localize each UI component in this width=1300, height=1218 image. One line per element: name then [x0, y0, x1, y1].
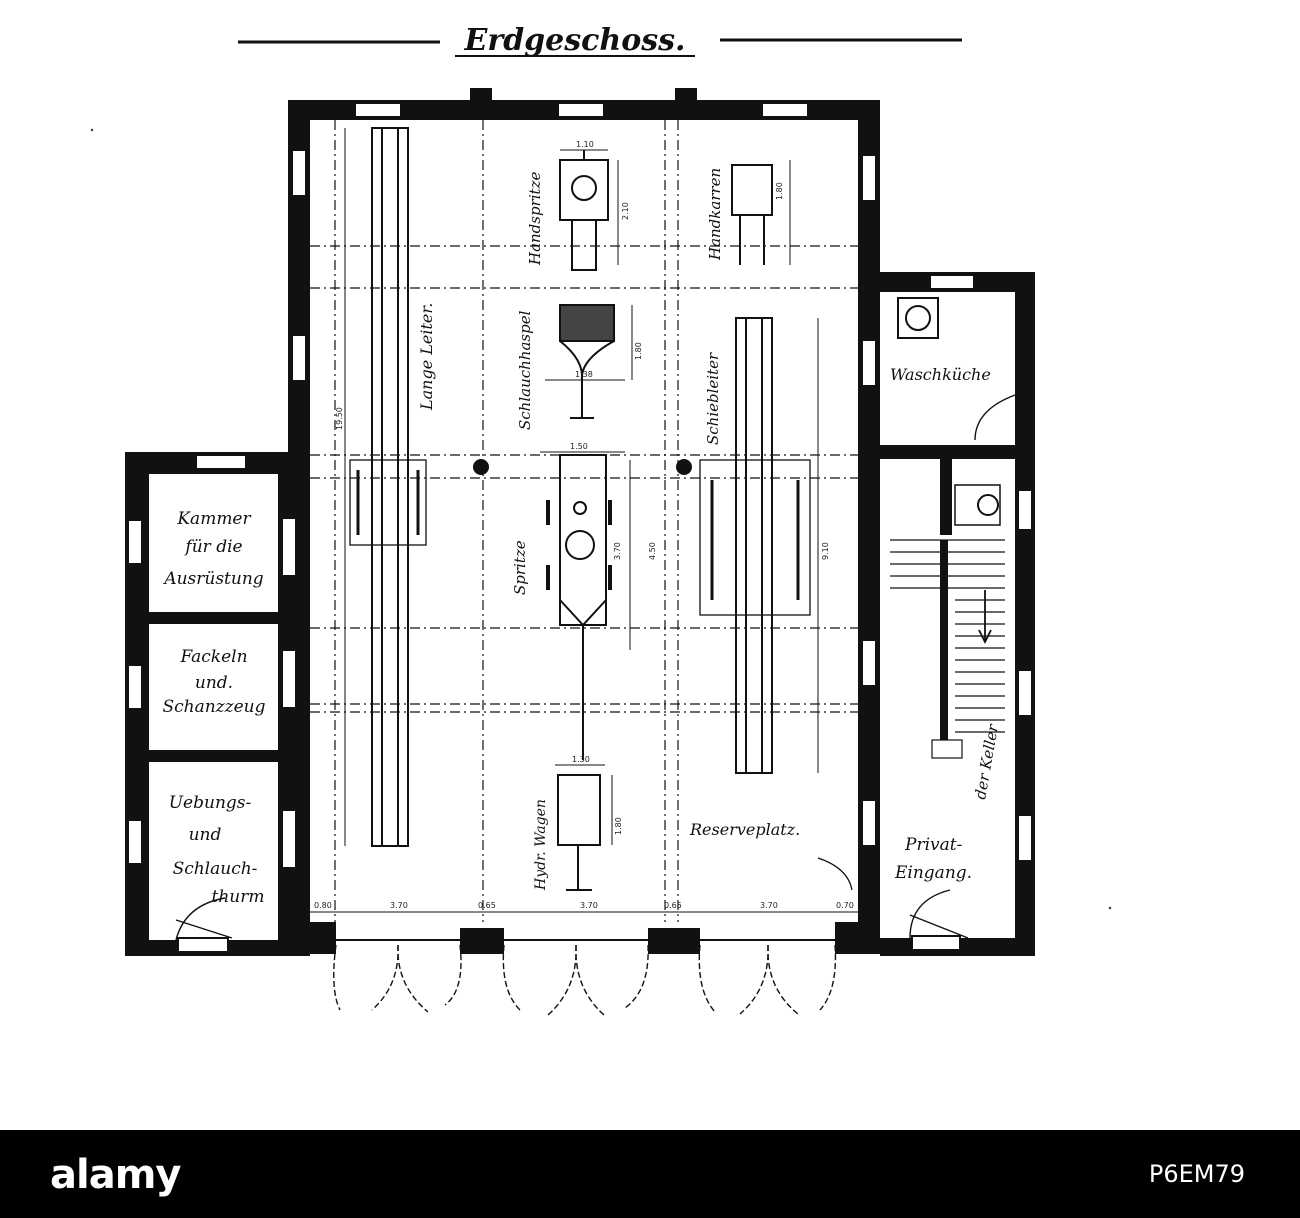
boiler-icon: [905, 305, 931, 331]
label-waschkueche: Waschküche: [890, 365, 991, 384]
dim-hydrant-wagon-width: 1.30: [572, 755, 590, 764]
dim-fire-engine-width: 1.50: [570, 442, 588, 451]
dim-b6: 3.70: [760, 901, 778, 910]
label-kammer-2: für die: [183, 537, 242, 557]
label-kammer-3: Ausrüstung: [162, 569, 263, 589]
label-handkarren: Handkarren: [706, 168, 724, 261]
label-uebungs-3: Schlauch-: [173, 859, 258, 879]
image-code: P6EM79: [1148, 1160, 1245, 1188]
fire-engine: [540, 451, 631, 760]
label-uebungs-4: thurm: [212, 887, 265, 907]
dim-b7: 0.70: [836, 901, 854, 910]
toilet: [954, 484, 1001, 526]
label-lange-leiter: Lange Leiter.: [417, 303, 436, 411]
extension-ladder: [699, 317, 819, 774]
hose-reel: [545, 304, 633, 419]
long-ladder: [349, 127, 427, 847]
dim-b1: 0.80: [314, 901, 332, 910]
toilet-icon: [977, 494, 999, 516]
dim-b5: 0.65: [664, 901, 682, 910]
label-spritze: Spritze: [511, 540, 529, 595]
dim-b2: 3.70: [390, 901, 408, 910]
room-fackeln: Fackeln und. Schanzzeug: [162, 647, 265, 717]
column-right: [676, 459, 692, 475]
dim-hand-cart: 1.80: [775, 182, 784, 200]
room-privat-eingang: Privat- Eingang.: [894, 835, 972, 883]
alamy-logo[interactable]: alamy: [50, 1152, 181, 1198]
label-hydr-wagen: Hydr. Wagen: [533, 799, 549, 891]
speck: [1108, 906, 1112, 910]
interior-grid: [310, 120, 858, 922]
label-fackeln-3: Schanzzeug: [162, 697, 265, 717]
privat-door-leaf: [909, 914, 969, 939]
uebungs-door-swing: [175, 897, 226, 941]
front-door-swings: [333, 944, 837, 1016]
label-fackeln-2: und.: [195, 673, 233, 693]
room-kammer: Kammer für die Ausrüstung: [162, 509, 263, 589]
label-fackeln-1: Fackeln: [179, 647, 247, 667]
plan-title: Erdgeschoss.: [464, 23, 686, 58]
dim-fire-engine-total: 4.50: [648, 542, 657, 560]
wasch-door-swing: [974, 394, 1016, 441]
main-hall-windows-top: [291, 102, 877, 847]
dim-hose-reel-width: 1.38: [575, 370, 593, 379]
label-reserveplatz: Reserveplatz.: [689, 820, 800, 839]
hand-cart: [731, 160, 791, 265]
dim-b4: 3.70: [580, 901, 598, 910]
label-handspritze: Handspritze: [526, 172, 544, 266]
uebungs-door-leaf: [175, 919, 233, 939]
label-schlauchhaspel: Schlauchhaspel: [516, 310, 534, 430]
label-privat-2: Eingang.: [894, 863, 972, 883]
dim-hose-reel-length: 1.80: [634, 342, 643, 360]
dim-hand-pump-width: 1.10: [576, 140, 594, 149]
hand-pump: [559, 149, 619, 271]
label-uebungs-2: und: [189, 825, 222, 845]
privat-door-swing: [909, 889, 951, 939]
column-left: [473, 459, 489, 475]
dim-extension-ladder: 9.10: [821, 542, 830, 560]
label-keller: der Keller: [971, 722, 1002, 801]
staircase: [890, 539, 1005, 759]
left-annex-windows: [127, 454, 297, 953]
boiler: [897, 297, 939, 339]
dim-b3: 0.65: [478, 901, 496, 910]
stock-footer: alamy P6EM79: [0, 1130, 1300, 1218]
dim-fire-engine-length: 3.70: [613, 542, 622, 560]
speck: [90, 128, 94, 132]
label-uebungs-1: Uebungs-: [169, 793, 252, 813]
reserve-door-swing: [817, 857, 853, 891]
label-kammer-1: Kammer: [176, 509, 251, 529]
dim-hand-pump-length: 2.10: [621, 202, 630, 220]
hydrant-wagon: [555, 764, 613, 891]
right-annex-windows: [911, 274, 1033, 951]
label-privat-1: Privat-: [904, 835, 963, 855]
room-uebungs: Uebungs- und Schlauch- thurm: [169, 793, 265, 907]
dim-long-ladder: 19.50: [335, 407, 344, 430]
dim-hydrant-wagon-length: 1.80: [614, 817, 623, 835]
label-schiebleiter: Schiebleiter: [704, 352, 722, 445]
floor-plan: Erdgeschoss.: [90, 23, 1112, 1016]
